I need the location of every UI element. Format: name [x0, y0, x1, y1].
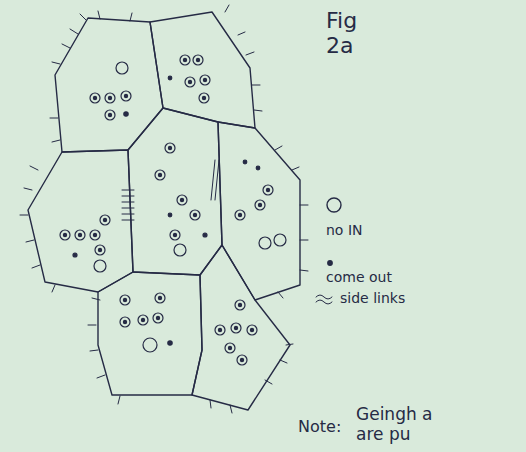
cell — [28, 150, 133, 292]
cell-hairs — [20, 5, 308, 413]
cell-particles — [60, 55, 286, 365]
legend-samples — [316, 198, 341, 304]
legend-text: no IN — [326, 222, 363, 238]
side-links — [122, 160, 219, 220]
legend-wavy-line — [316, 295, 332, 304]
figure-label: Fig 2a — [326, 8, 386, 59]
cell — [128, 108, 222, 275]
legend-text: side links — [340, 290, 405, 306]
cell — [192, 245, 290, 410]
legend-text: come out — [326, 269, 392, 285]
cell — [150, 12, 255, 128]
cell — [98, 272, 202, 395]
cell — [218, 122, 300, 300]
legend-dot — [328, 261, 332, 265]
cell-outlines — [28, 12, 300, 410]
note-label: Note: — [298, 418, 358, 436]
legend-open-circle — [327, 198, 341, 212]
note-text: Geingh a are pu — [356, 405, 456, 444]
cell — [55, 18, 163, 152]
